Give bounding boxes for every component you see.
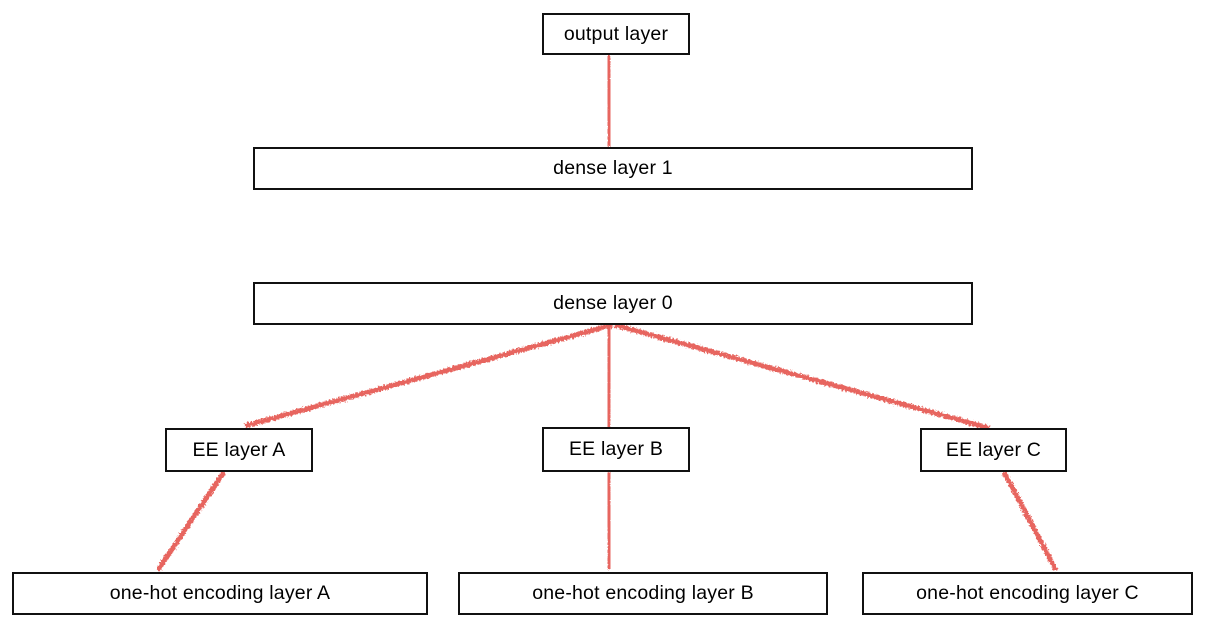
node-output-layer: output layer [542,13,690,55]
edge-ee-layer-c-to-one-hot-encoding-layer-c [1001,470,1059,572]
node-ee-layer-a: EE layer A [165,428,313,472]
edge-group [155,54,1059,572]
node-one-hot-encoding-layer-a: one-hot encoding layer A [12,572,428,615]
edge-output-layer-to-dense-layer-1 [605,54,613,148]
node-one-hot-encoding-layer-b: one-hot encoding layer B [458,572,828,615]
edge-ee-layer-b-to-one-hot-encoding-layer-b [605,471,613,571]
node-dense-layer-1: dense layer 1 [253,147,973,190]
edge-ee-layer-a-to-one-hot-encoding-layer-a [155,470,227,572]
edge-dense-layer-0-to-ee-layer-b [605,324,613,428]
node-ee-layer-b: EE layer B [542,427,690,472]
node-ee-layer-c: EE layer C [920,428,1067,472]
edge-dense-layer-0-to-ee-layer-c [614,322,990,431]
node-one-hot-encoding-layer-c: one-hot encoding layer C [862,572,1193,615]
edge-dense-layer-0-to-ee-layer-a [244,322,613,429]
node-dense-layer-0: dense layer 0 [253,282,973,325]
